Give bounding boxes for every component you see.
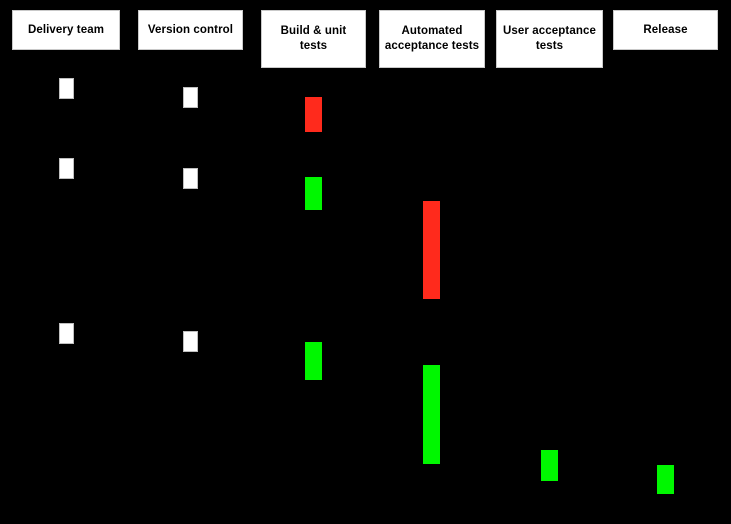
event-bar-aat-run-2-passed[interactable]	[423, 365, 440, 464]
stage-header-build-and-unit-tests[interactable]: Build & unit tests	[261, 10, 366, 68]
event-bar-release-passed[interactable]	[657, 465, 674, 494]
event-bar-uat-run-passed[interactable]	[541, 450, 558, 481]
event-bar-delivery-commit-1[interactable]	[59, 78, 74, 99]
event-bar-build-run-1-failed[interactable]	[305, 97, 322, 132]
event-bar-aat-run-1-failed[interactable]	[423, 201, 440, 299]
event-bar-build-run-2-passed[interactable]	[305, 177, 322, 210]
stage-header-label: Build & unit tests	[280, 25, 347, 52]
stage-header-label: Delivery team	[27, 23, 105, 36]
stage-header-label: Automated acceptance tests	[384, 25, 480, 52]
stage-header-user-acceptance-tests[interactable]: User acceptance tests	[496, 10, 603, 68]
event-bar-delivery-commit-2[interactable]	[59, 158, 74, 179]
stage-header-automated-acceptance-tests[interactable]: Automated acceptance tests	[379, 10, 485, 68]
event-bar-vcs-commit-3[interactable]	[183, 331, 198, 352]
stage-header-release[interactable]: Release	[613, 10, 718, 50]
event-bar-vcs-commit-1[interactable]	[183, 87, 198, 108]
event-bar-build-run-3-passed[interactable]	[305, 342, 322, 380]
stage-header-label: User acceptance tests	[503, 25, 596, 52]
stage-header-delivery-team[interactable]: Delivery team	[12, 10, 120, 50]
event-bar-delivery-commit-3[interactable]	[59, 323, 74, 344]
event-bar-vcs-commit-2[interactable]	[183, 168, 198, 189]
stage-header-label: Release	[643, 23, 688, 36]
stage-header-label: Version control	[147, 23, 234, 36]
stage-header-version-control[interactable]: Version control	[138, 10, 243, 50]
